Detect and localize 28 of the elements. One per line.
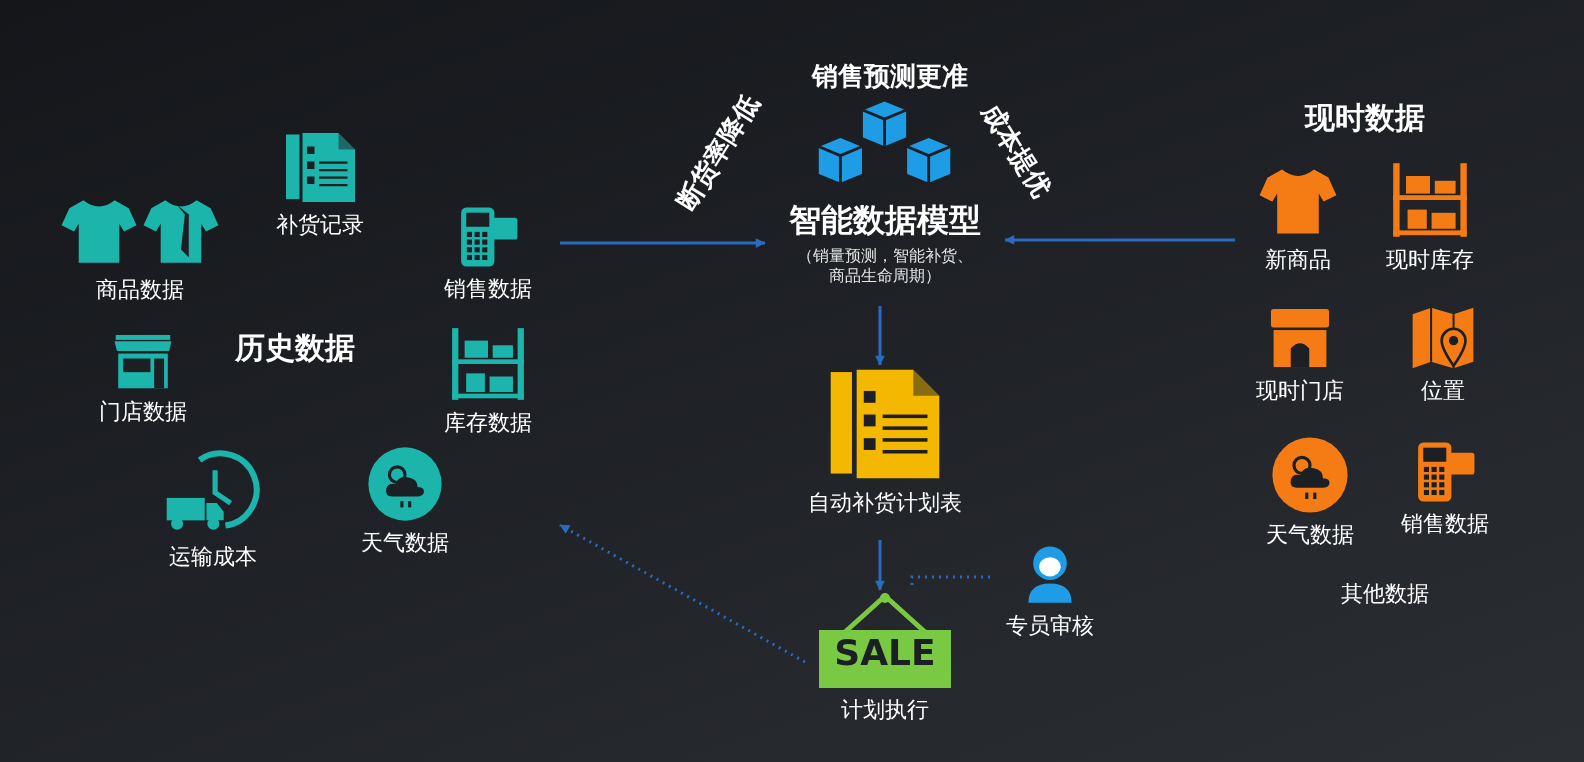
arrow (1004, 235, 1235, 245)
node-label: 补货记录 (276, 211, 364, 239)
arrow (560, 238, 766, 248)
sign-text: SALE (833, 632, 937, 673)
node-label: 自动补货计划表 (808, 489, 962, 517)
benefit-label: 断货率降低 (669, 87, 766, 217)
node-label: 销售数据 (1401, 510, 1489, 538)
node-label: 天气数据 (1266, 521, 1354, 549)
group-heading: 历史数据 (235, 329, 355, 367)
node-label: 新商品 (1264, 246, 1331, 274)
model-description: （销量预测，智能补货、商品生命周期） (796, 246, 974, 286)
arrow (559, 523, 806, 664)
arrow (875, 306, 885, 366)
node-label: 商品数据 (96, 276, 184, 304)
node-label: 现时门店 (1256, 377, 1344, 405)
node-label: 计划执行 (841, 696, 929, 724)
node-label: 销售数据 (443, 275, 532, 303)
group-caption: 其他数据 (1341, 580, 1429, 608)
node-label: 现时库存 (1386, 246, 1474, 274)
node-label: 库存数据 (443, 409, 532, 437)
benefit-label: 销售预测更准 (812, 59, 968, 93)
node-label: 运输成本 (168, 543, 257, 571)
node-label: 位置 (1420, 377, 1465, 405)
arrow (875, 540, 885, 591)
node-label: 天气数据 (361, 529, 449, 557)
node-label: 门店数据 (98, 398, 187, 426)
group-heading: 现时数据 (1305, 99, 1425, 137)
node-label: 专员审核 (1006, 612, 1094, 640)
